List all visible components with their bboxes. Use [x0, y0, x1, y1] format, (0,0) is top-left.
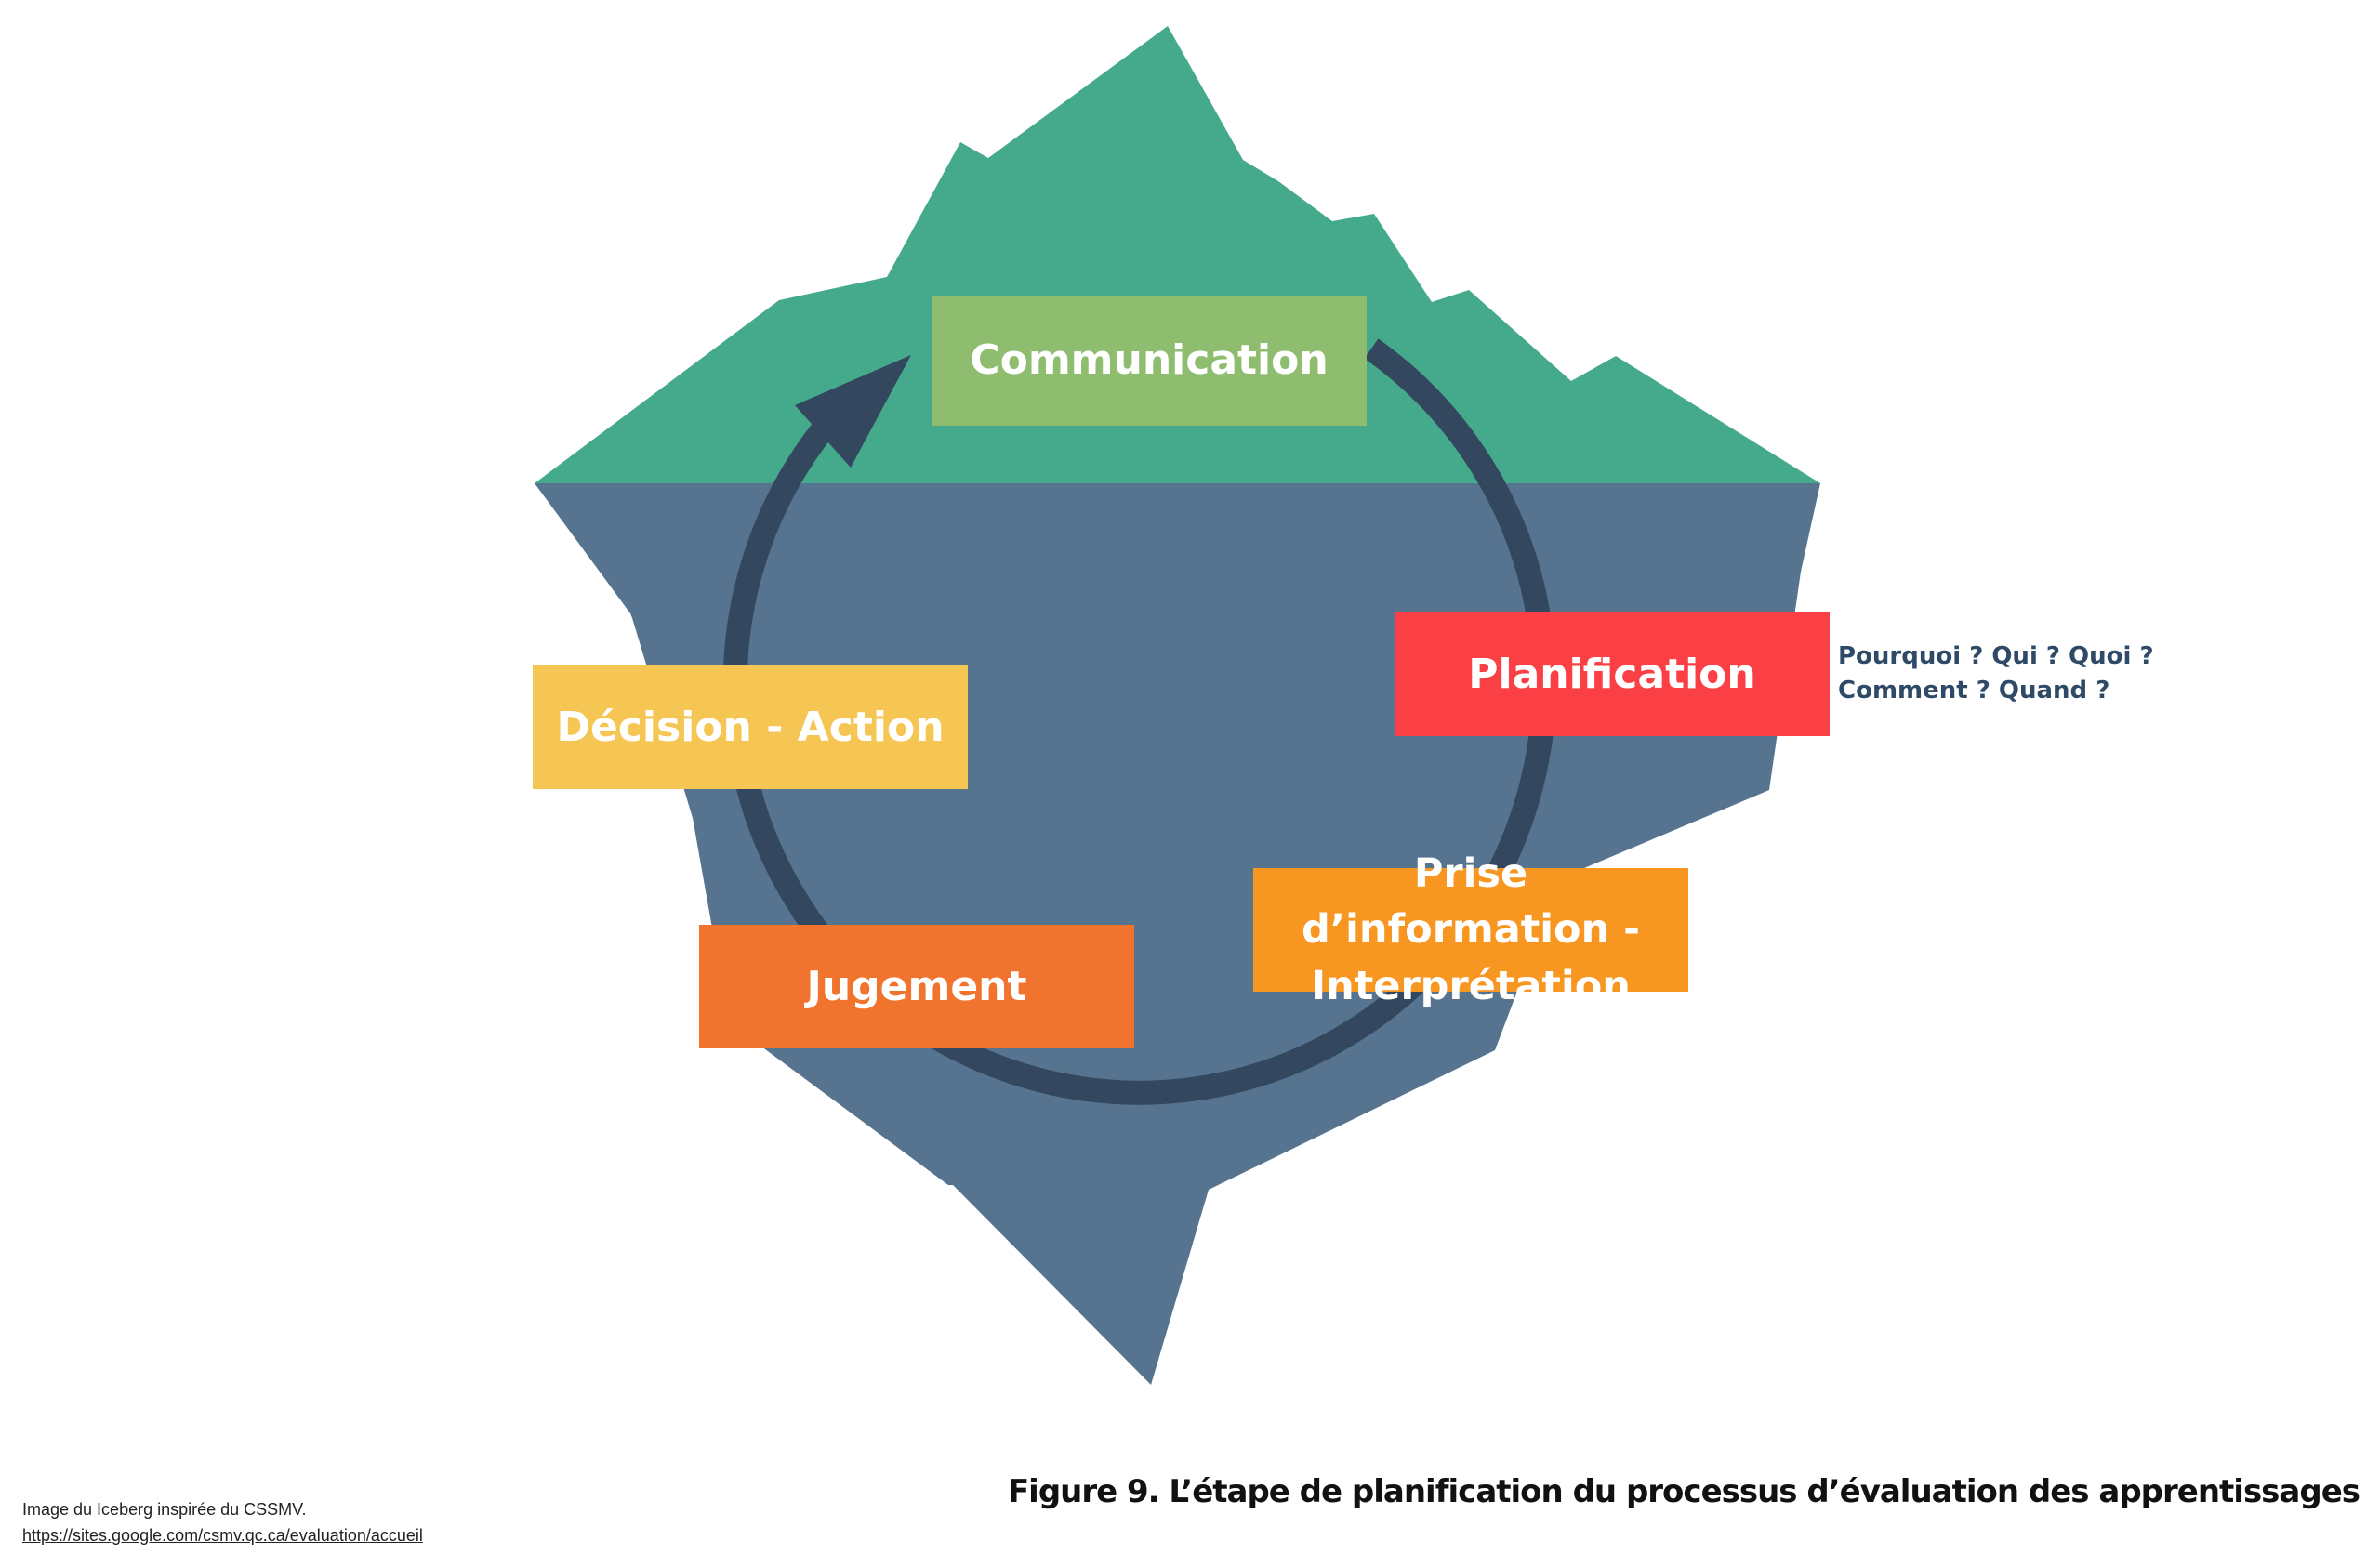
step-jugement-label: Jugement: [806, 962, 1027, 1010]
image-credit: Image du Iceberg inspirée du CSSMV. http…: [22, 1496, 423, 1548]
step-communication-label: Communication: [970, 336, 1329, 385]
step-decision-label: Décision - Action: [556, 703, 945, 751]
step-prise-label-line1: Prise d’information -: [1301, 850, 1640, 954]
cycle-arrow-head: [795, 355, 911, 468]
step-decision-action: Décision - Action: [533, 665, 968, 789]
step-jugement: Jugement: [699, 925, 1134, 1048]
questions-line1: Pourquoi ? Qui ? Quoi ?: [1838, 642, 2154, 670]
figure-caption: Figure 9. L’étape de planification du pr…: [1007, 1473, 2360, 1510]
step-communication: Communication: [932, 296, 1367, 426]
credit-link[interactable]: https://sites.google.com/csmv.qc.ca/eval…: [22, 1526, 423, 1545]
step-prise-information: Prise d’information - Interprétation: [1253, 850, 1688, 1009]
step-prise-label-line2: Interprétation: [1311, 962, 1631, 1009]
credit-text: Image du Iceberg inspirée du CSSMV.: [22, 1500, 307, 1519]
iceberg-tip: [535, 26, 1820, 483]
questions-line2: Comment ? Quand ?: [1838, 677, 2110, 705]
step-planification-label: Planification: [1468, 650, 1756, 698]
planification-questions: Pourquoi ? Qui ? Quoi ? Comment ? Quand …: [1838, 639, 2210, 708]
step-planification: Planification: [1395, 612, 1830, 736]
